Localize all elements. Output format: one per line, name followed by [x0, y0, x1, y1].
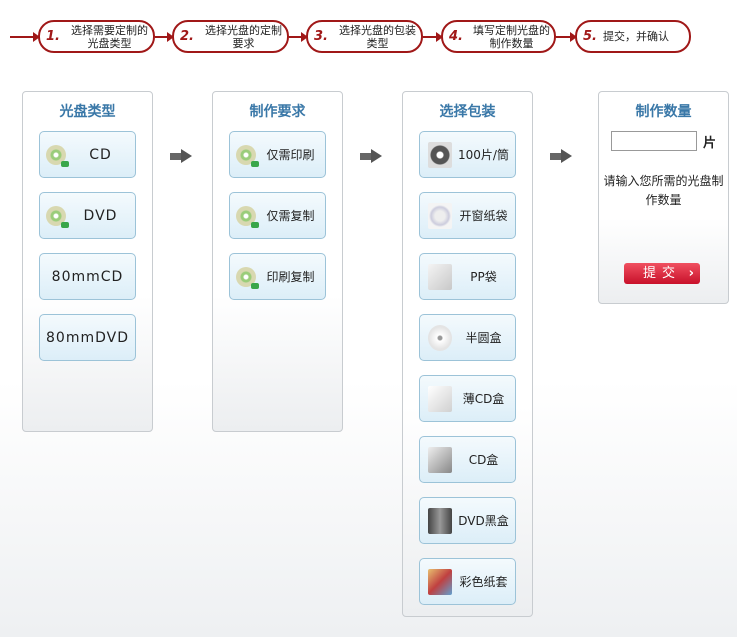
cd-case-icon	[428, 446, 452, 473]
step-text: 填写定制光盘的制作数量	[472, 23, 550, 50]
disc-icon	[236, 205, 259, 228]
step-text: 选择需要定制的光盘类型	[70, 23, 148, 50]
unit-label: 片	[703, 136, 717, 151]
option-label: 100片/筒	[458, 148, 509, 162]
step-5: 5. 提交，并确认	[575, 20, 691, 53]
step-connector	[289, 32, 308, 42]
disc-icon	[236, 144, 259, 167]
option-copy-only[interactable]: 仅需复制	[229, 192, 326, 239]
submit-label: 提交	[642, 266, 681, 281]
quantity-input[interactable]	[611, 131, 697, 151]
option-dvd-black-case[interactable]: DVD黑盒	[419, 497, 516, 544]
step-1: 1. 选择需要定制的光盘类型	[38, 20, 155, 53]
option-label: 80mmCD	[51, 268, 124, 285]
disc-icon	[46, 144, 69, 167]
step-number: 5.	[583, 29, 597, 44]
option-half-round-box[interactable]: 半圆盒	[419, 314, 516, 361]
slim-case-icon	[428, 385, 452, 412]
step-number: 4.	[449, 29, 463, 44]
disc-type-panel: 光盘类型 CD DVD 80mmCD 80mmDVD	[22, 91, 153, 432]
panel-title: 光盘类型	[59, 104, 116, 120]
chevron-right-icon: ›	[688, 266, 694, 281]
flow-start-arrow	[10, 32, 40, 42]
packaging-panel: 选择包装 100片/筒 开窗纸袋 PP袋 半圆盒 薄CD盒 CD盒 DVD黑盒 …	[402, 91, 533, 617]
option-slim-cd-case[interactable]: 薄CD盒	[419, 375, 516, 422]
option-spindle[interactable]: 100片/筒	[419, 131, 516, 178]
option-label: 印刷复制	[266, 270, 315, 284]
option-label: CD盒	[468, 453, 499, 467]
option-label: 彩色纸套	[459, 575, 508, 589]
step-connector	[423, 32, 443, 42]
step-text: 选择光盘的定制要求	[204, 23, 282, 50]
disc-icon	[236, 266, 259, 289]
option-label: 80mmDVD	[46, 329, 129, 346]
paper-sleeve-icon	[428, 202, 452, 229]
option-cd[interactable]: CD	[39, 131, 136, 178]
step-connector	[155, 32, 174, 42]
option-label: 半圆盒	[465, 331, 502, 345]
option-80mmcd[interactable]: 80mmCD	[39, 253, 136, 300]
option-label: CD	[89, 146, 112, 163]
option-label: DVD黑盒	[458, 514, 509, 528]
option-80mmdvd[interactable]: 80mmDVD	[39, 314, 136, 361]
step-number: 3.	[314, 29, 328, 44]
option-label: 仅需印刷	[266, 148, 315, 162]
quantity-hint: 请输入您所需的光盘制作数量	[603, 174, 724, 207]
option-label: PP袋	[470, 270, 497, 284]
arrow-right-icon	[170, 149, 192, 163]
option-label: DVD	[83, 207, 118, 224]
option-label: 仅需复制	[266, 209, 315, 223]
panel-title: 制作数量	[635, 104, 692, 120]
option-cd-case[interactable]: CD盒	[419, 436, 516, 483]
disc-icon	[46, 205, 69, 228]
option-label: 薄CD盒	[462, 392, 505, 406]
step-number: 1.	[46, 29, 60, 44]
color-sleeve-icon	[428, 568, 452, 595]
panel-title: 制作要求	[249, 104, 306, 120]
option-label: 开窗纸袋	[459, 209, 508, 223]
submit-button[interactable]: 提交 ›	[624, 263, 700, 284]
spindle-icon	[428, 141, 452, 168]
option-dvd[interactable]: DVD	[39, 192, 136, 239]
requirement-panel: 制作要求 仅需印刷 仅需复制 印刷复制	[212, 91, 343, 432]
step-text: 选择光盘的包装类型	[338, 23, 416, 50]
step-number: 2.	[180, 29, 194, 44]
step-4: 4. 填写定制光盘的制作数量	[441, 20, 556, 53]
quantity-panel: 制作数量 片 请输入您所需的光盘制作数量 提交 ›	[598, 91, 729, 304]
step-2: 2. 选择光盘的定制要求	[172, 20, 289, 53]
step-connector	[556, 32, 577, 42]
step-text: 提交，并确认	[602, 30, 669, 43]
option-color-sleeve[interactable]: 彩色纸套	[419, 558, 516, 605]
arrow-right-icon	[360, 149, 382, 163]
option-pp-bag[interactable]: PP袋	[419, 253, 516, 300]
panel-title: 选择包装	[439, 104, 496, 120]
option-window-sleeve[interactable]: 开窗纸袋	[419, 192, 516, 239]
pp-bag-icon	[428, 263, 452, 290]
option-print-only[interactable]: 仅需印刷	[229, 131, 326, 178]
step-3: 3. 选择光盘的包装类型	[306, 20, 423, 53]
option-print-copy[interactable]: 印刷复制	[229, 253, 326, 300]
half-round-box-icon	[428, 324, 452, 351]
dvd-case-icon	[428, 507, 452, 534]
arrow-right-icon	[550, 149, 572, 163]
